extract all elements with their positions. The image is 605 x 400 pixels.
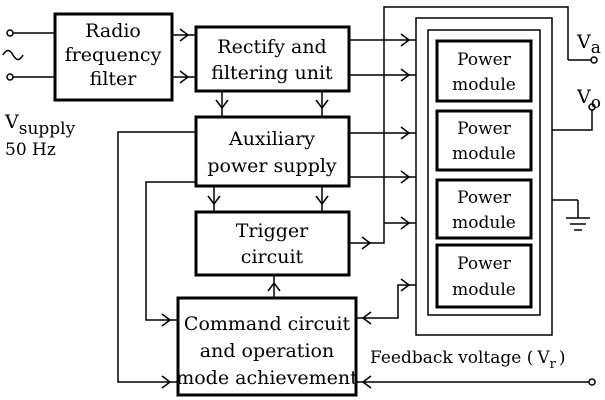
power-module-3-label-2: module	[452, 213, 516, 233]
connections	[117, 6, 598, 389]
trigger-label-1: Trigger	[236, 220, 309, 242]
power-module-2: Power module	[435, 109, 533, 172]
aux-supply-label-2: power supply	[207, 155, 337, 177]
rectifier-label-1: Rectify and	[217, 36, 326, 58]
command-label-3: mode achievement	[176, 367, 358, 389]
vo-label: Vo	[576, 86, 601, 113]
rf-filter-label-3: filter	[90, 68, 138, 90]
ground-icon	[566, 217, 590, 231]
rectifier-label-2: filtering unit	[211, 62, 333, 84]
frequency-label: 50 Hz	[5, 140, 56, 160]
power-module-4-label-2: module	[452, 280, 516, 300]
power-module-4: Power module	[435, 243, 533, 309]
trigger-label-2: circuit	[241, 246, 304, 268]
trigger-circuit-block: Trigger circuit	[194, 210, 351, 277]
va-label: Va	[576, 31, 601, 58]
power-module-3-label-1: Power	[457, 188, 512, 208]
ac-input-terminals	[2, 29, 55, 81]
power-module-2-label-2: module	[452, 144, 516, 164]
feedback-voltage-label: Feedback voltage (Vr)	[370, 348, 565, 372]
command-circuit-block: Command circuit and operation mode achie…	[176, 296, 358, 397]
auxiliary-power-supply-block: Auxiliary power supply	[194, 115, 351, 188]
vsupply-label: Vsupply	[4, 111, 76, 139]
command-label-1: Command circuit	[184, 313, 351, 335]
power-module-stack: Power module Power module Power module P…	[415, 17, 553, 336]
power-module-3: Power module	[435, 178, 533, 240]
power-module-2-label-1: Power	[457, 119, 512, 139]
power-module-1: Power module	[435, 39, 533, 103]
power-module-4-label-1: Power	[457, 254, 512, 274]
aux-supply-label-1: Auxiliary	[228, 128, 315, 150]
rf-filter-label-1: Radio	[85, 20, 141, 42]
rf-filter-block: Radio frequency filter	[53, 12, 174, 102]
rf-filter-label-2: frequency	[65, 44, 162, 66]
ac-source-icon	[2, 49, 24, 61]
rectify-filtering-block: Rectify and filtering unit	[194, 25, 351, 93]
power-module-1-label-1: Power	[457, 50, 512, 70]
command-label-2: and operation	[200, 340, 334, 362]
power-module-1-label-2: module	[452, 75, 516, 95]
